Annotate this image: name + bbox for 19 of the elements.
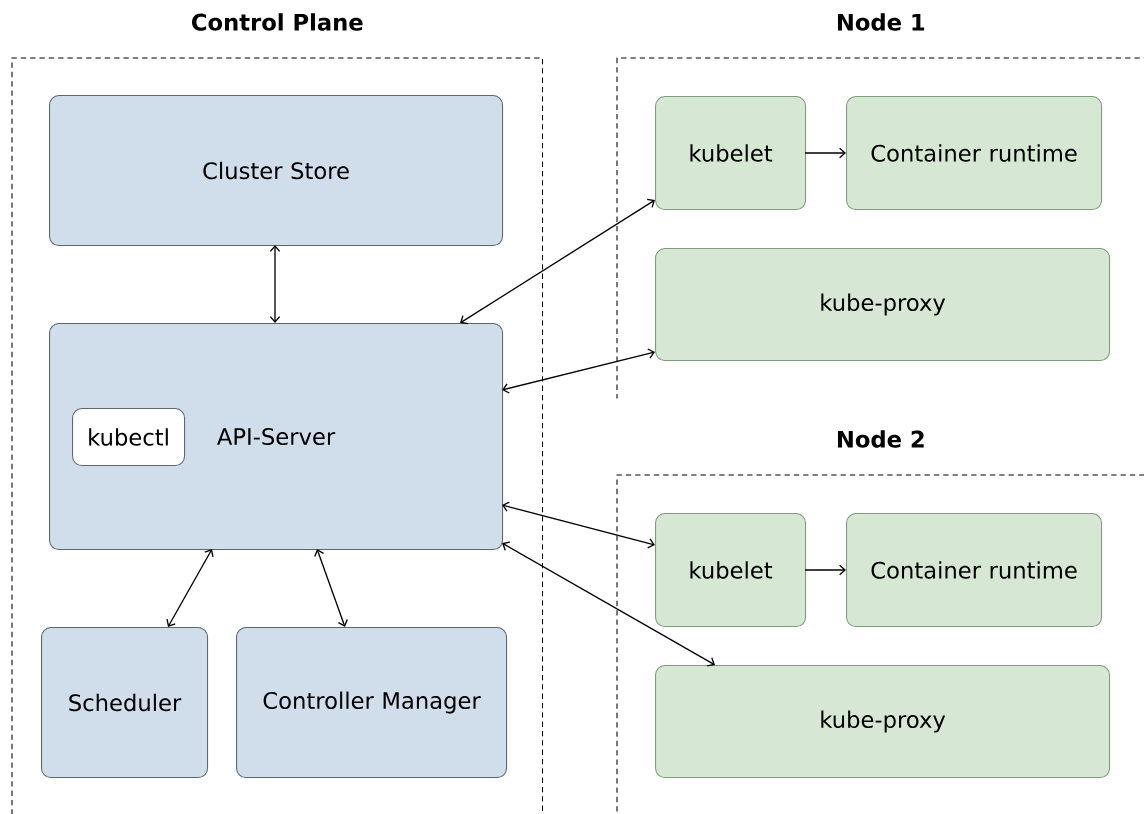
arrow	[502, 501, 655, 549]
component-box: Container runtime	[846, 513, 1103, 628]
arrow	[314, 549, 348, 627]
arrow	[502, 541, 715, 667]
tool-box: kubectl	[72, 408, 186, 467]
arrow	[269, 245, 281, 323]
component-box: kubelet	[655, 513, 807, 628]
component-box: Controller Manager	[236, 627, 508, 779]
component-box: kube-proxy	[655, 248, 1111, 362]
arrow	[804, 147, 846, 159]
component-box: kube-proxy	[655, 665, 1111, 779]
arrow	[804, 564, 846, 576]
arrow	[460, 198, 655, 325]
component-box: Container runtime	[846, 96, 1103, 211]
arrow	[166, 549, 214, 627]
component-box: Cluster Store	[49, 95, 504, 247]
arrow	[502, 348, 655, 394]
component-box: Scheduler	[41, 627, 209, 779]
component-box: kubelet	[655, 96, 807, 211]
